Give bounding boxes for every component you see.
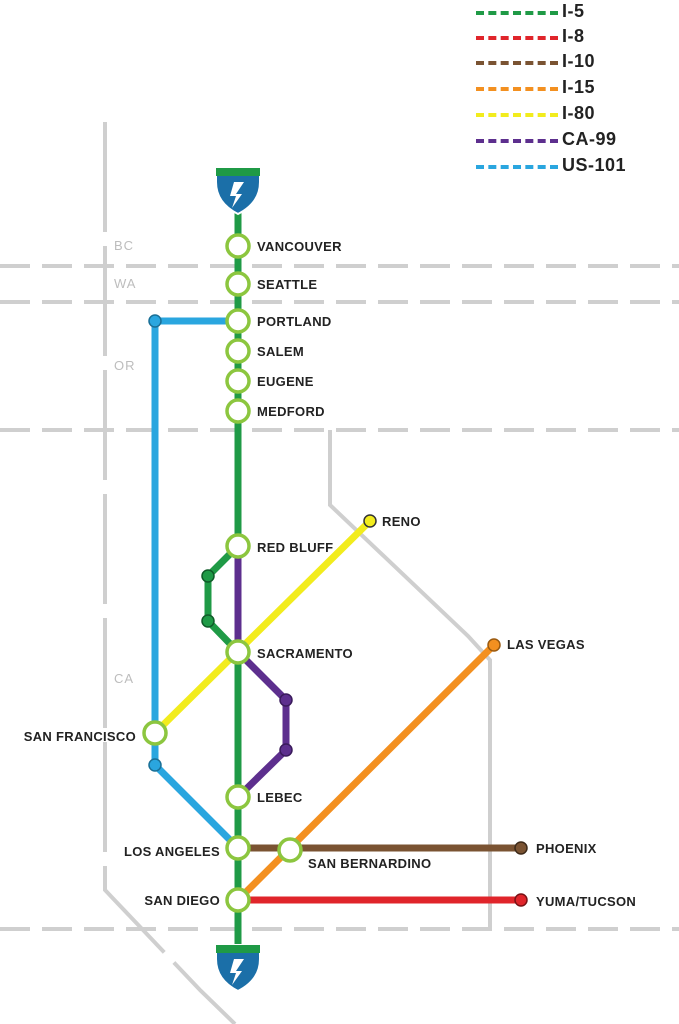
terminal-dot-phoenix (514, 841, 528, 855)
city-label-los-angeles: LOS ANGELES (124, 844, 220, 859)
route-i5-loop (204, 542, 242, 656)
legend-label: CA-99 (562, 129, 617, 149)
station-san-francisco[interactable] (142, 720, 168, 746)
city-label-red-bluff: RED BLUFF (257, 540, 333, 555)
junction-dot (148, 758, 162, 772)
city-label-phoenix: PHOENIX (536, 841, 597, 856)
legend-swatch (476, 139, 558, 143)
interstate-shield-icon (215, 167, 261, 216)
border-ca-nv (328, 430, 492, 929)
legend-item-i8: I-8 (476, 26, 676, 50)
station-medford[interactable] (225, 398, 251, 424)
station-san-diego[interactable] (225, 887, 251, 913)
legend-label: I-8 (562, 26, 585, 46)
state-label-wa: WA (114, 276, 136, 291)
legend-swatch (476, 11, 558, 15)
legend-swatch (476, 87, 558, 91)
city-label-yuma-tucson: YUMA/TUCSON (536, 894, 636, 909)
terminal-dot-yuma (514, 893, 528, 907)
junction-dot (148, 314, 162, 328)
city-label-sacramento: SACRAMENTO (257, 646, 353, 661)
junction-dot (201, 569, 215, 583)
legend-swatch (476, 61, 558, 65)
city-label-san-bernardino: SAN BERNARDINO (308, 856, 431, 871)
junction-dots (148, 314, 293, 772)
state-label-or: OR (114, 358, 136, 373)
legend-label: I-5 (562, 1, 585, 21)
city-label-reno: RENO (382, 514, 421, 529)
city-label-vancouver: VANCOUVER (257, 239, 342, 254)
city-label-medford: MEDFORD (257, 404, 325, 419)
interstate-shield-icon (215, 944, 261, 993)
junction-dot (279, 693, 293, 707)
station-lebec[interactable] (225, 784, 251, 810)
city-label-seattle: SEATTLE (257, 277, 317, 292)
station-los-angeles[interactable] (225, 835, 251, 861)
station-red-bluff[interactable] (225, 533, 251, 559)
legend-swatch (476, 113, 558, 117)
borders (0, 122, 679, 1024)
legend-item-us101: US-101 (476, 155, 676, 179)
legend-label: I-15 (562, 77, 596, 97)
city-label-portland: PORTLAND (257, 314, 332, 329)
legend-swatch (476, 165, 558, 169)
state-label-bc: BC (114, 238, 134, 253)
station-sacramento[interactable] (225, 639, 251, 665)
legend-label: US-101 (562, 155, 627, 175)
legend-item-i5: I-5 (476, 1, 676, 25)
terminal-dot-las-vegas (487, 638, 501, 652)
legend-swatch (476, 36, 558, 40)
junction-dot (201, 614, 215, 628)
city-label-san-diego: SAN DIEGO (144, 893, 220, 908)
stations (142, 233, 303, 913)
border-pacific-coast (103, 122, 237, 1024)
route-i80 (151, 517, 374, 737)
terminal-dot-reno (363, 514, 377, 528)
state-label-ca: CA (114, 671, 134, 686)
city-label-san-francisco: SAN FRANCISCO (24, 729, 136, 744)
legend-item-ca99: CA-99 (476, 129, 676, 153)
station-salem[interactable] (225, 338, 251, 364)
junction-dot (279, 743, 293, 757)
city-label-eugene: EUGENE (257, 374, 314, 389)
legend-label: I-80 (562, 103, 596, 123)
station-san-bernardino[interactable] (277, 837, 303, 863)
station-portland[interactable] (225, 308, 251, 334)
city-label-las-vegas: LAS VEGAS (507, 637, 585, 652)
city-label-lebec: LEBEC (257, 790, 303, 805)
station-seattle[interactable] (225, 271, 251, 297)
city-labels: VANCOUVER SEATTLE PORTLAND SALEM EUGENE … (24, 239, 636, 909)
station-eugene[interactable] (225, 368, 251, 394)
route-us101 (151, 317, 242, 852)
legend-label: I-10 (562, 51, 596, 71)
legend-item-i80: I-80 (476, 103, 676, 127)
station-vancouver[interactable] (225, 233, 251, 259)
route-ca99 (234, 542, 290, 801)
city-label-salem: SALEM (257, 344, 304, 359)
legend-item-i10: I-10 (476, 51, 676, 75)
legend-item-i15: I-15 (476, 77, 676, 101)
